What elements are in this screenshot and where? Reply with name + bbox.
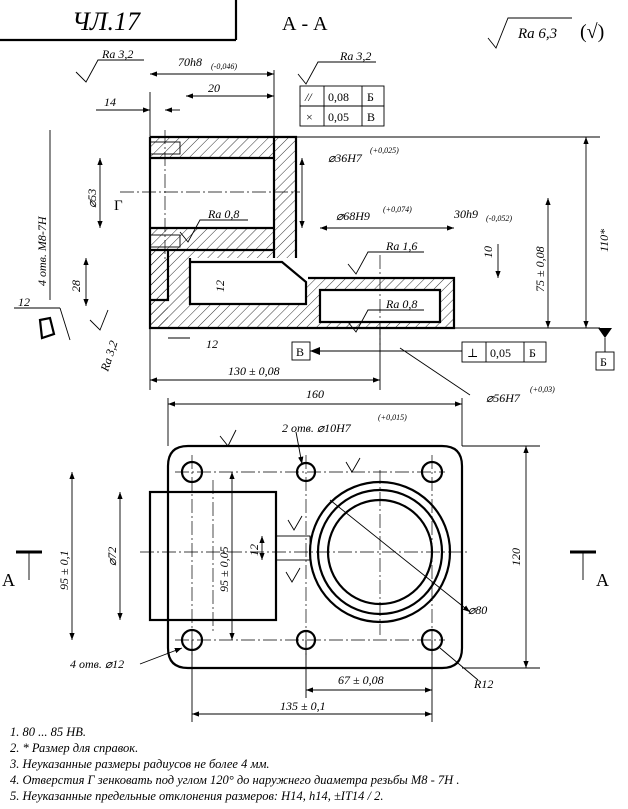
svg-text:130 ± 0,08: 130 ± 0,08 xyxy=(228,364,280,378)
svg-text:0,05: 0,05 xyxy=(328,110,349,124)
svg-text:А: А xyxy=(2,570,15,590)
svg-text:(-0,052): (-0,052) xyxy=(486,214,512,223)
svg-text:(+0,015): (+0,015) xyxy=(378,413,407,422)
svg-text:10: 10 xyxy=(481,246,495,258)
general-roughness-value: Ra 6,3 xyxy=(517,26,557,42)
svg-text:4 отв. M8-7H: 4 отв. M8-7H xyxy=(35,215,49,286)
note-3: 3. Неуказанные размеры радиусов не более… xyxy=(9,757,270,771)
svg-text:0,05: 0,05 xyxy=(490,346,511,360)
svg-text:Ra 0,8: Ra 0,8 xyxy=(207,207,239,221)
note-4: 4. Отверстия Г зенковать под углом 120° … xyxy=(10,773,459,787)
svg-text:Ra 0,8: Ra 0,8 xyxy=(385,297,417,311)
svg-text:12: 12 xyxy=(247,544,261,556)
notes-list: 1. 80 ... 85 HB. 2. * Размер для справок… xyxy=(9,725,459,803)
plan-view: А А 2 отв. ⌀10H7 (+0,01 xyxy=(2,398,609,722)
svg-text:28: 28 xyxy=(69,280,83,292)
section-mark-right: А xyxy=(570,550,609,590)
svg-text:160: 160 xyxy=(306,387,324,401)
svg-text:(+0,074): (+0,074) xyxy=(383,205,412,214)
tolerance-frame-2: × 0,05 В xyxy=(299,105,385,127)
stamp-code: ЧЛ.17 xyxy=(72,7,141,36)
svg-text:12: 12 xyxy=(206,337,218,351)
svg-text://: // xyxy=(304,90,313,104)
svg-text:20: 20 xyxy=(208,81,220,95)
svg-text:В: В xyxy=(367,110,375,124)
note-2: 2. * Размер для справок. xyxy=(10,741,138,755)
svg-text:(+0,03): (+0,03) xyxy=(530,385,555,394)
svg-text:Ra 3,2: Ra 3,2 xyxy=(101,47,133,61)
svg-text:120: 120 xyxy=(509,548,523,566)
svg-text:⌀36H7: ⌀36H7 xyxy=(328,151,363,165)
svg-text:12: 12 xyxy=(18,295,30,309)
general-roughness-note: (√) xyxy=(580,21,604,43)
svg-text:95 ± 0,05: 95 ± 0,05 xyxy=(217,546,231,592)
svg-text:75 ± 0,08: 75 ± 0,08 xyxy=(533,246,547,292)
svg-text:Ra 3,2: Ra 3,2 xyxy=(97,339,120,374)
section-mark-left: А xyxy=(2,550,42,590)
svg-text:×: × xyxy=(306,110,313,124)
svg-text:А: А xyxy=(596,570,609,590)
svg-text:R12: R12 xyxy=(473,677,493,691)
svg-text:В: В xyxy=(296,345,304,359)
tolerance-frame-1: // 0,08 Б xyxy=(299,85,385,107)
svg-text:0,08: 0,08 xyxy=(328,90,349,104)
svg-text:135 ± 0,1: 135 ± 0,1 xyxy=(280,699,326,713)
datum-b: Б xyxy=(595,328,615,371)
svg-text:⌀72: ⌀72 xyxy=(105,547,119,566)
svg-text:4 отв. ⌀12: 4 отв. ⌀12 xyxy=(70,657,124,671)
svg-text:(-0,046): (-0,046) xyxy=(211,62,237,71)
svg-text:⌀53: ⌀53 xyxy=(85,189,99,208)
svg-text:⌀68H9: ⌀68H9 xyxy=(336,209,370,223)
svg-text:110*: 110* xyxy=(597,229,611,252)
svg-text:Ra 1,6: Ra 1,6 xyxy=(385,239,417,253)
note-1: 1. 80 ... 85 HB. xyxy=(10,725,86,739)
svg-text:95 ± 0,1: 95 ± 0,1 xyxy=(57,550,71,590)
datum-v: В xyxy=(291,341,462,361)
svg-text:Ra 3,2: Ra 3,2 xyxy=(339,49,371,63)
svg-text:Б: Б xyxy=(529,346,536,360)
svg-text:67 ± 0,08: 67 ± 0,08 xyxy=(338,673,384,687)
svg-text:12: 12 xyxy=(213,280,227,292)
svg-text:⌀80: ⌀80 xyxy=(468,603,487,617)
note-5: 5. Неуказанные предельные отклонения раз… xyxy=(10,789,384,803)
svg-text:⌀56H7: ⌀56H7 xyxy=(486,391,521,405)
svg-text:(+0,025): (+0,025) xyxy=(370,146,399,155)
svg-text:Б: Б xyxy=(600,355,607,369)
svg-text:2 отв. ⌀10H7: 2 отв. ⌀10H7 xyxy=(282,421,352,435)
section-title: А - А xyxy=(282,13,328,35)
svg-text:70h8: 70h8 xyxy=(178,55,202,69)
title-stamp: ЧЛ.17 xyxy=(0,0,238,42)
svg-text:⊥: ⊥ xyxy=(467,346,478,360)
tolerance-frame-3: ⊥ 0,05 Б xyxy=(461,341,547,363)
datum-g: Г xyxy=(114,198,123,214)
general-roughness-symbol: Ra 6,3 (√) xyxy=(487,17,604,49)
countersink-detail xyxy=(14,307,71,341)
svg-text:30h9: 30h9 xyxy=(453,207,478,221)
svg-text:Б: Б xyxy=(367,90,374,104)
svg-text:14: 14 xyxy=(104,95,116,109)
section-view: // 0,08 Б × 0,05 В ⊥ 0,05 Б В xyxy=(14,47,615,405)
